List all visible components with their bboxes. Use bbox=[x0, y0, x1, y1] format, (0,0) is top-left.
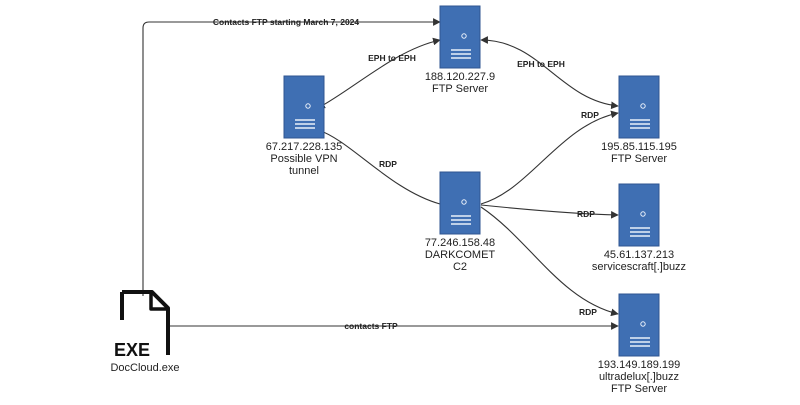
server-label-line: servicescraft[.]buzz bbox=[592, 261, 686, 273]
exe-file-icon: EXE bbox=[114, 290, 170, 360]
edge-label-ftp-main-ftp-right: EPH to EPH bbox=[517, 59, 565, 69]
server-label-line: Possible VPN bbox=[270, 153, 337, 165]
server-label-line: FTP Server bbox=[611, 153, 667, 165]
edge-label-vpn-ftp-main: EPH to EPH bbox=[368, 53, 416, 63]
server-label-line: 188.120.227.9 bbox=[425, 71, 495, 83]
exe-label: DocCloud.exe bbox=[110, 362, 179, 374]
edge-label-c2-ftp-right: RDP bbox=[581, 110, 599, 120]
server-label-line: 195.85.115.195 bbox=[601, 141, 677, 153]
edge-c2-ultradelux bbox=[480, 206, 619, 317]
exe-icon-text: EXE bbox=[114, 340, 150, 360]
server-label-line: DARKCOMET bbox=[425, 249, 496, 261]
edge-c2-ftp-right bbox=[480, 110, 619, 205]
server-icon bbox=[618, 293, 660, 357]
server-label-line: ultradelux[.]buzz bbox=[599, 371, 679, 383]
edge-ftp-main-ftp-right bbox=[480, 36, 619, 110]
server-label-line: 77.246.158.48 bbox=[425, 237, 495, 249]
server-label-line: C2 bbox=[453, 261, 467, 273]
edge-label-c2-ultradelux: RDP bbox=[579, 307, 597, 317]
edge-label-c2-services: RDP bbox=[577, 209, 595, 219]
server-label-line: 67.217.228.135 bbox=[266, 141, 342, 153]
edge-c2-services bbox=[480, 204, 619, 219]
server-label-line: tunnel bbox=[289, 165, 319, 177]
edge-vpn-c2 bbox=[317, 129, 441, 205]
server-icon bbox=[439, 171, 481, 235]
edge-label-vpn-c2: RDP bbox=[379, 159, 397, 169]
server-label-line: FTP Server bbox=[432, 83, 488, 95]
edge-vpn-ftp-main bbox=[317, 37, 441, 109]
edge-label-exe-to-ftp-main: Contacts FTP starting March 7, 2024 bbox=[213, 17, 360, 27]
edge-label-exe-to-ultradelux: contacts FTP bbox=[344, 321, 398, 331]
server-label-line: 193.149.189.199 bbox=[598, 359, 681, 371]
server-label-line: FTP Server bbox=[611, 383, 667, 395]
server-label-line: 45.61.137.213 bbox=[604, 249, 674, 261]
edge-exe-to-ftp-main bbox=[142, 18, 441, 296]
